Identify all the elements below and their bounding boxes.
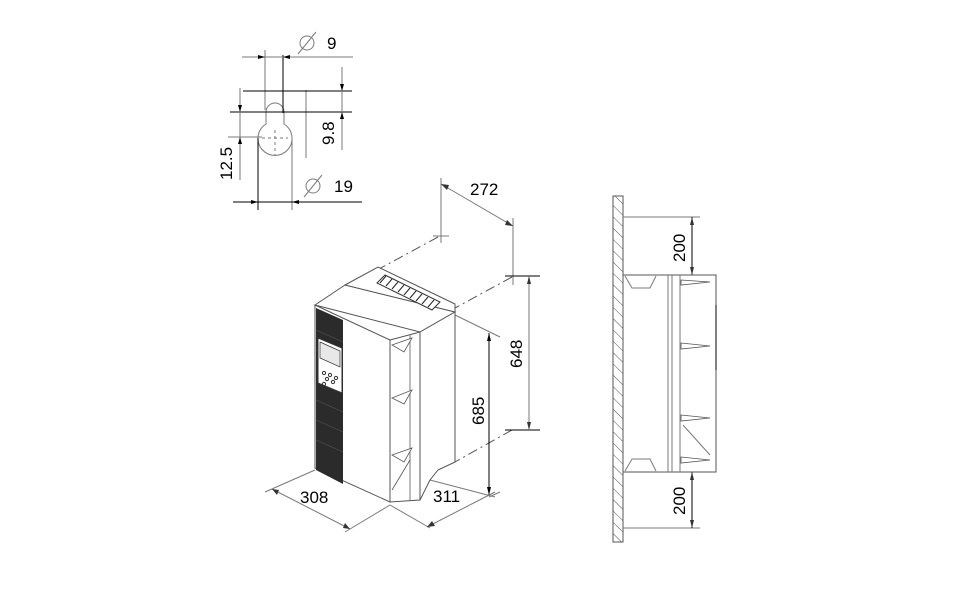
dim-bottom-clearance: 200	[670, 487, 689, 515]
side-view: 200 200	[612, 195, 717, 543]
vent-panel	[316, 308, 343, 484]
diameter-symbol-icon	[297, 31, 317, 55]
keyhole-detail: 9 19 9.8 12.5	[217, 31, 362, 210]
dim-hole-offset: 12.5	[217, 147, 236, 180]
wall	[612, 195, 624, 543]
dim-mounting-height: 648	[507, 340, 526, 368]
dim-top-clearance: 200	[670, 234, 689, 262]
dim-hole-diameter: 19	[334, 177, 353, 196]
heatsink-fins	[376, 274, 441, 311]
control-panel	[317, 337, 343, 394]
dim-mounting-width: 272	[470, 180, 498, 199]
isometric-view: 272 648 685	[264, 178, 540, 533]
diameter-symbol-icon	[303, 174, 323, 198]
dim-total-height: 685	[469, 397, 488, 425]
dim-slot-offset: 9.8	[319, 121, 338, 145]
dim-slot-diameter: 9	[327, 34, 336, 53]
dim-width: 308	[300, 488, 328, 507]
dim-depth: 311	[433, 487, 460, 506]
keyhole-outline	[257, 102, 293, 156]
